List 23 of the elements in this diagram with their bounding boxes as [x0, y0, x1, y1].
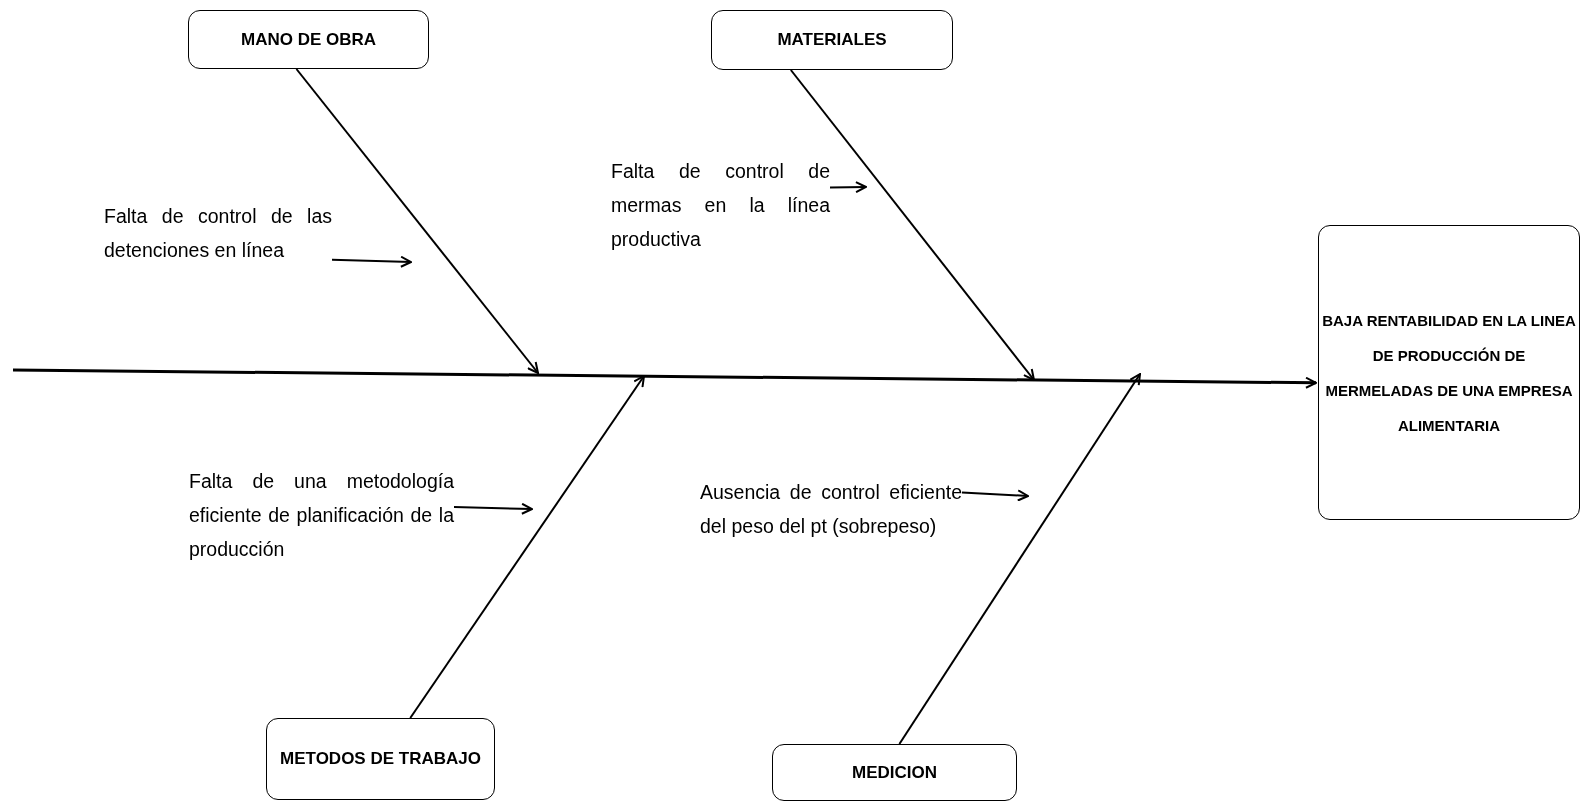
effect-box [1318, 225, 1580, 520]
spine-arrow [13, 368, 1317, 389]
bone-arrow [295, 68, 539, 374]
cause-text: Falta de una metodología eficiente de planificación de la producción [189, 469, 454, 562]
category-label: METODOS DE TRABAJO [280, 749, 481, 769]
bone-arrow [409, 375, 645, 719]
category-box [266, 718, 495, 800]
cause-text: Ausencia de control eficiente del peso del pt (sobrepeso) [700, 480, 962, 539]
cause-arrow [829, 181, 867, 194]
category-box [711, 10, 953, 70]
category-label: MATERIALES [777, 30, 887, 50]
cause-text: Falta de control de las detenciones en línea [104, 204, 332, 263]
category-box [188, 10, 429, 69]
cause-arrow [961, 489, 1029, 502]
cause-arrow [453, 502, 533, 515]
category-label: MEDICION [852, 762, 937, 783]
cause-text: Falta de control de mermas en la línea productiva [611, 158, 830, 252]
bone-arrow [789, 69, 1035, 381]
cause-arrow [331, 255, 412, 268]
category-label: BAJA RENTABILIDAD EN LA LINEA DE PRODUCCIÓN DE MERMELADAS DE UNA EMPRESA ALIMENTARIA [1321, 310, 1577, 436]
category-box [772, 744, 1017, 801]
category-label: MANO DE OBRA [240, 29, 377, 50]
bone-arrow [898, 373, 1141, 745]
